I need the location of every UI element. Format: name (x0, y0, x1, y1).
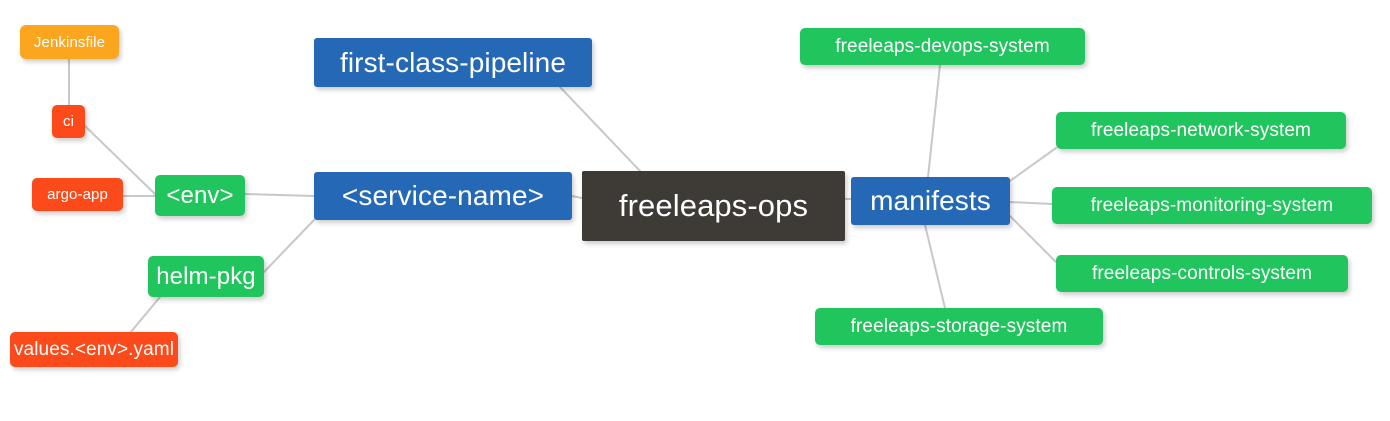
node-label: helm-pkg (156, 262, 256, 290)
node-freeleaps-ops[interactable]: freeleaps-ops (582, 171, 845, 241)
node-storage-system[interactable]: freeleaps-storage-system (815, 308, 1103, 345)
node-env[interactable]: <env> (155, 175, 245, 216)
edge-helm-pkg-to-values-env-yaml (129, 296, 161, 334)
edge-manifests-to-storage-system (924, 224, 946, 309)
node-label: freeleaps-ops (618, 188, 809, 223)
node-values-env-yaml[interactable]: values.<env>.yaml (10, 332, 178, 367)
node-label: freeleaps-controls-system (1091, 262, 1313, 284)
node-label: values.<env>.yaml (13, 338, 175, 360)
node-label: manifests (870, 185, 991, 216)
edge-manifests-to-devops-system (927, 64, 941, 178)
node-monitoring-system[interactable]: freeleaps-monitoring-system (1052, 187, 1372, 224)
node-label: argo-app (47, 186, 108, 203)
node-devops-system[interactable]: freeleaps-devops-system (800, 28, 1085, 65)
node-network-system[interactable]: freeleaps-network-system (1056, 112, 1346, 149)
node-label: freeleaps-network-system (1091, 119, 1311, 141)
edge-service-name-to-freeleaps-ops (571, 195, 583, 199)
node-jenkinsfile[interactable]: Jenkinsfile (20, 25, 119, 59)
edge-manifests-to-network-system (1009, 147, 1057, 182)
node-label: first-class-pipeline (339, 46, 567, 78)
node-label: <env> (166, 181, 234, 209)
edge-env-to-service-name (244, 193, 315, 197)
node-argo-app[interactable]: argo-app (32, 178, 123, 211)
node-first-class-pipeline[interactable]: first-class-pipeline (314, 38, 592, 87)
node-label: freeleaps-monitoring-system (1090, 194, 1334, 216)
node-label: freeleaps-storage-system (850, 315, 1068, 337)
node-ci[interactable]: ci (52, 105, 85, 138)
node-service-name[interactable]: <service-name> (314, 172, 572, 220)
edge-manifests-to-monitoring-system (1009, 201, 1053, 205)
node-controls-system[interactable]: freeleaps-controls-system (1056, 255, 1348, 292)
node-label: ci (62, 113, 75, 130)
node-label: Jenkinsfile (33, 33, 106, 51)
edge-service-name-to-helm-pkg (263, 219, 315, 273)
node-helm-pkg[interactable]: helm-pkg (148, 256, 264, 297)
edge-first-class-pipeline-to-freeleaps-ops (559, 86, 641, 172)
node-manifests[interactable]: manifests (851, 177, 1010, 225)
node-label: freeleaps-devops-system (835, 35, 1050, 57)
edge-manifests-to-controls-system (1009, 215, 1057, 263)
node-label: <service-name> (341, 180, 545, 211)
